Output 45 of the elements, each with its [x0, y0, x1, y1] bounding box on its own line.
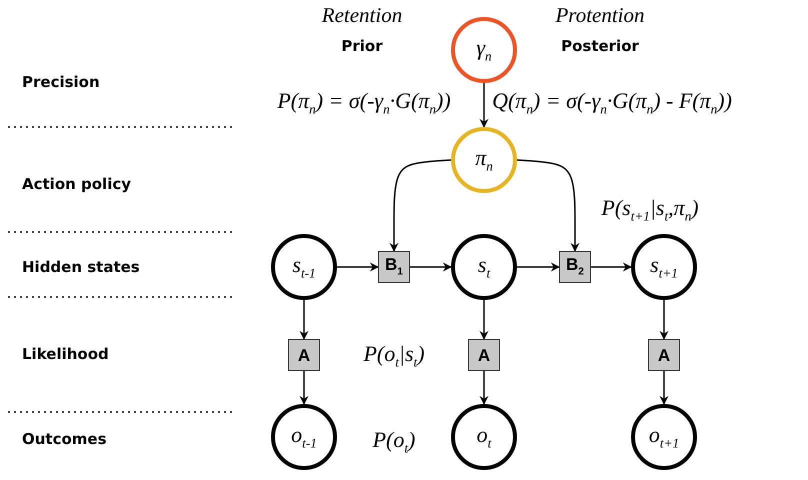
- column-heading: Protention: [555, 4, 645, 28]
- column-subheading: Posterior: [561, 38, 639, 54]
- arrow: [660, 300, 668, 340]
- row-label: Hidden states: [22, 258, 140, 276]
- node-label: o$_{t-1}$: [291, 424, 317, 450]
- arrow: [516, 159, 580, 252]
- formula: P(s$_{t+1}$|s$_{t}$,π$_{n}$): [601, 196, 699, 224]
- formula: P(o$_{t}$): [372, 428, 416, 456]
- node-label: s$_{t-1}$: [292, 254, 316, 280]
- node-label: s$_{t}$: [478, 254, 490, 280]
- column-subheading: Prior: [341, 38, 383, 54]
- node-label: B$_{2}$: [566, 256, 584, 278]
- node-label: π$_{n}$: [475, 147, 493, 173]
- row-label: Likelihood: [22, 346, 109, 362]
- formula: P(o$_{t}$|s$_{t}$): [363, 342, 425, 370]
- row-label: Action policy: [22, 176, 132, 192]
- node-label: A: [658, 346, 670, 364]
- arrow: [480, 300, 488, 340]
- arrow: [591, 262, 632, 272]
- arrow: [410, 262, 452, 272]
- node-label: B$_{1}$: [385, 256, 403, 278]
- factor-box: [559, 251, 591, 283]
- arrow: [300, 371, 308, 405]
- node-label: γ$_{n}$: [476, 37, 492, 63]
- factor-box: [468, 339, 500, 371]
- arrow: [337, 262, 379, 272]
- factor-box: [648, 339, 680, 371]
- arrow: [480, 83, 488, 128]
- arrow: [517, 262, 560, 272]
- row-label: Precision: [22, 74, 100, 90]
- row-label: Outcomes: [22, 430, 107, 448]
- formula: Q(π$_{n}$) = σ(-γ$_{n}$·G(π$_{n}$) - F(π$_{n}$)): [492, 89, 732, 117]
- column-heading: Retention: [322, 4, 402, 28]
- arrow: [300, 300, 308, 340]
- arrow: [480, 371, 488, 405]
- node-label: o$_{t}$: [476, 424, 492, 450]
- node-label: A: [298, 346, 310, 364]
- node-label: A: [478, 346, 490, 364]
- formula: P(π$_{n}$) = σ(-γ$_{n}$·G(π$_{n}$)): [277, 89, 451, 117]
- arrow: [660, 371, 668, 405]
- factor-box: [378, 251, 410, 283]
- factor-box: [288, 339, 320, 371]
- arrow: [390, 159, 452, 252]
- node-label: s$_{t+1}$: [650, 254, 678, 280]
- node-label: o$_{t+1}$: [648, 424, 680, 450]
